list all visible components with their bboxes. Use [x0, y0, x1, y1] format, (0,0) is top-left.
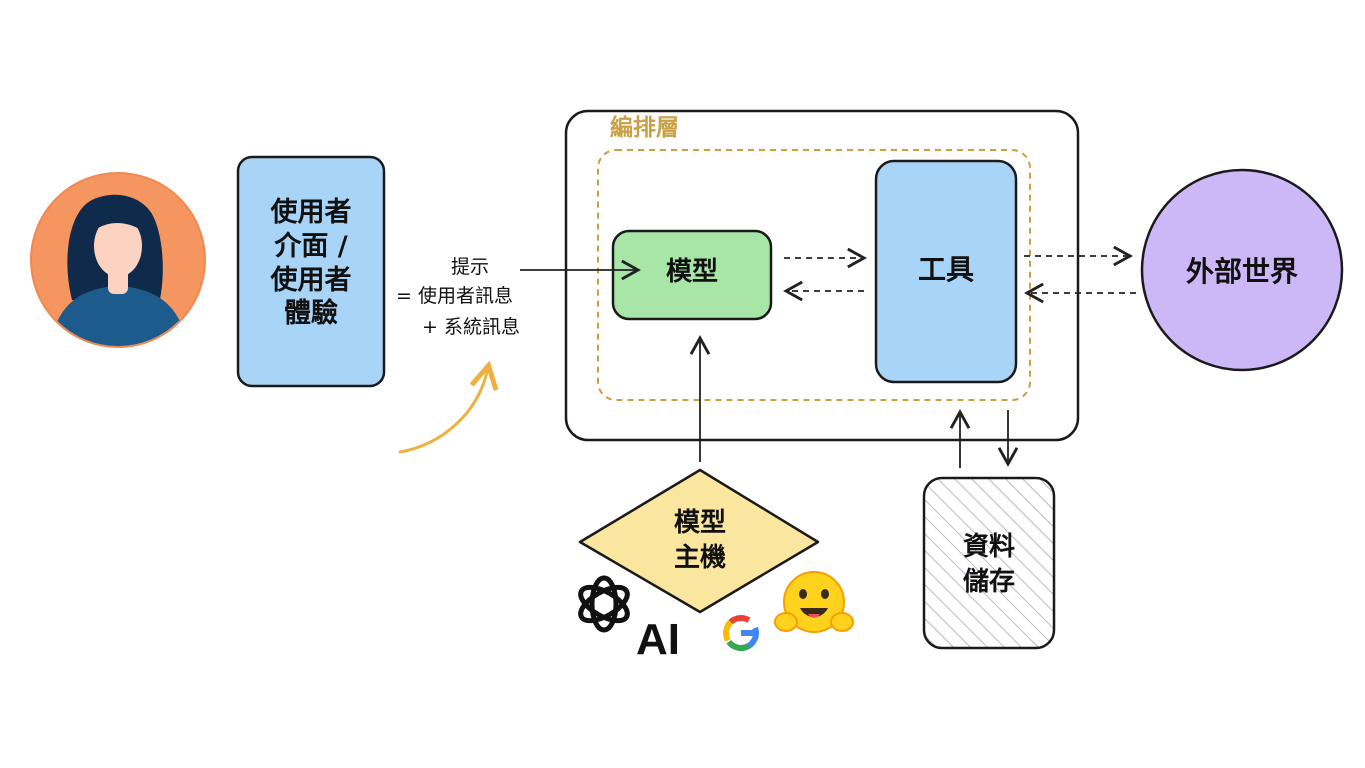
model-host-diamond: [578, 468, 820, 614]
external-world-circle: [1140, 168, 1344, 372]
data-store-label: 資料 儲存: [924, 530, 1054, 600]
prompt-curved-arrow: [398, 368, 488, 454]
ui-label-line-2: 介面 /: [274, 230, 348, 262]
orchestration-label: 編排層: [610, 115, 679, 141]
tools-label: 工具: [917, 253, 974, 286]
ui-label-line-4: 體驗: [284, 298, 338, 330]
external-world-label: 外部世界: [1185, 255, 1298, 288]
prompt-user-message: = 使用者訊息: [396, 285, 513, 307]
user-interface-box: [236, 155, 386, 388]
ui-label-line-1: 使用者: [270, 197, 352, 228]
user-interface-label: 使用者 介面 / 使用者 體驗: [238, 196, 384, 331]
avatar-shirt: [50, 286, 188, 346]
user-avatar: [30, 172, 206, 348]
model-label: 模型: [665, 257, 718, 287]
data-store-box: [922, 476, 1056, 650]
model-box: [611, 229, 773, 321]
model-host-line-2: 主機: [673, 543, 726, 574]
ui-label-line-3: 使用者: [270, 264, 352, 296]
orchestration-outer-box: [564, 109, 1080, 442]
huggingface-icon: [774, 571, 854, 633]
model-host-label: 模型 主機: [640, 506, 760, 576]
model-host-line-1: 模型: [673, 508, 726, 538]
anthropic-icon: AI: [636, 615, 680, 664]
data-store-line-1: 資料: [962, 532, 1015, 562]
avatar-fringe: [92, 203, 145, 232]
orchestration-inner-dashed-box: [597, 149, 1031, 401]
tools-box: [874, 159, 1018, 384]
avatar-face: [94, 215, 142, 277]
prompt-system-message: + 系統訊息: [422, 316, 520, 338]
openai-icon: [578, 575, 630, 633]
google-icon: [723, 615, 759, 651]
data-store-line-2: 儲存: [962, 567, 1015, 598]
prompt-title: 提示: [450, 256, 489, 278]
